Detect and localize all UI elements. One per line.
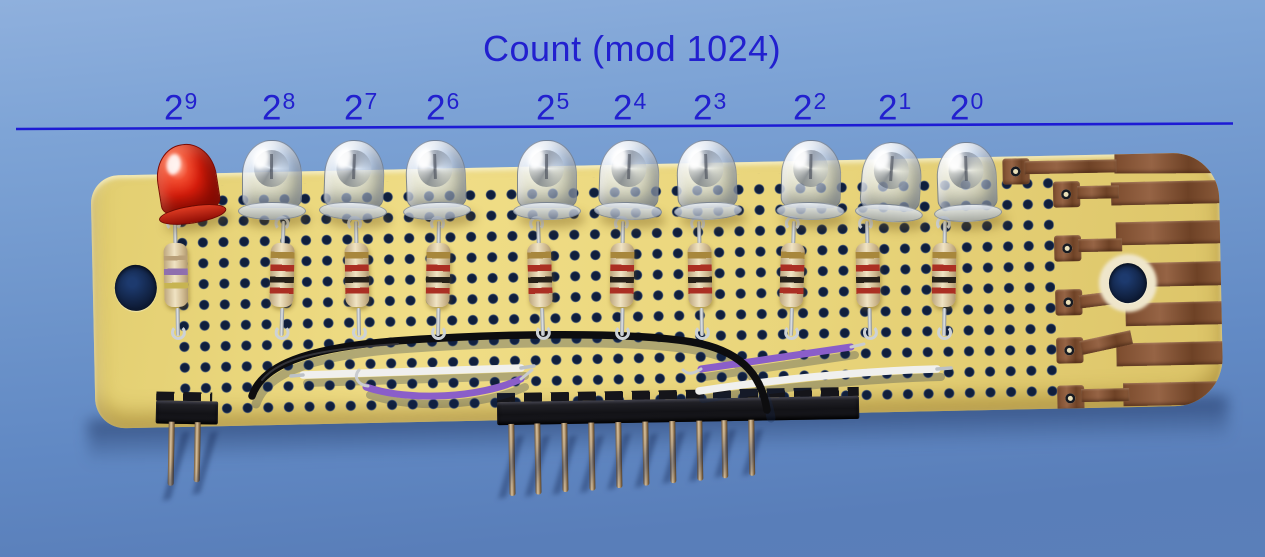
copper-finger <box>1110 180 1222 206</box>
bit-label-2e8: 28 <box>262 88 296 128</box>
led-bit8 <box>238 140 306 222</box>
copper-trace <box>1076 185 1120 200</box>
resistor <box>778 215 806 341</box>
led-bit7 <box>318 139 388 223</box>
mounting-hole-left <box>114 264 158 312</box>
led-bit2 <box>776 139 845 222</box>
resistor <box>425 215 451 341</box>
bit-label-2e4: 24 <box>613 88 647 128</box>
resistor <box>344 215 370 341</box>
resistor <box>687 215 713 341</box>
bit-label-2e1: 21 <box>878 88 912 128</box>
led-bit3 <box>672 138 743 223</box>
pin-header-2pin <box>155 391 219 486</box>
resistor <box>163 215 189 341</box>
pin-header-10pin <box>496 386 860 496</box>
resistor <box>609 215 635 341</box>
led-bit6 <box>401 138 472 223</box>
bit-label-2e2: 22 <box>793 88 827 128</box>
led-bit9-red <box>148 139 228 230</box>
copper-trace <box>1078 238 1123 253</box>
copper-trace <box>1081 388 1130 403</box>
bit-label-2e9: 29 <box>164 88 198 128</box>
bit-label-2e6: 26 <box>426 88 460 128</box>
bit-label-2e0: 20 <box>950 88 984 128</box>
annotation-title: Count (mod 1024) <box>483 28 782 69</box>
resistor <box>931 215 957 341</box>
resistor <box>268 215 295 341</box>
bit-label-2e3: 23 <box>693 88 727 128</box>
copper-trace <box>1024 159 1117 175</box>
bit-label-2e7: 27 <box>344 88 378 128</box>
resistor <box>855 215 881 341</box>
header-body <box>155 400 219 425</box>
copper-finger <box>1115 220 1223 246</box>
led-bit1 <box>854 140 926 226</box>
led-bit5 <box>513 140 581 222</box>
copper-finger <box>1123 381 1224 407</box>
bit-label-2e5: 25 <box>536 88 570 128</box>
resistor <box>526 215 554 341</box>
led-bit4 <box>593 139 663 223</box>
copper-finger <box>1114 152 1221 174</box>
copper-pad <box>1055 289 1083 316</box>
led-bit0 <box>932 140 1003 225</box>
copper-finger <box>1116 341 1224 367</box>
